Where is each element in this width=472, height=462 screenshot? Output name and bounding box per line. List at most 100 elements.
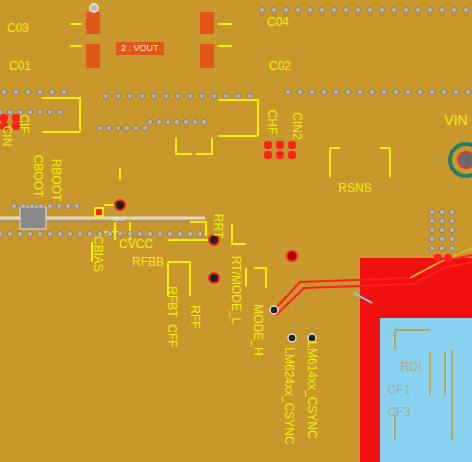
ref-designator: C03 [7, 22, 29, 34]
via [449, 227, 454, 232]
via [139, 93, 144, 98]
via [319, 7, 324, 12]
ref-designator: RDI [401, 361, 422, 373]
via [37, 89, 42, 94]
via [17, 109, 22, 114]
via [439, 227, 444, 232]
via [27, 109, 32, 114]
via [163, 93, 168, 98]
via [441, 89, 446, 94]
pad [276, 141, 284, 149]
via [247, 93, 252, 98]
via [38, 203, 43, 208]
via [439, 236, 444, 241]
via [417, 89, 422, 94]
silk-outline [395, 330, 430, 350]
trace-end [354, 293, 372, 303]
via [57, 231, 62, 236]
via [29, 203, 34, 208]
via-field [0, 7, 471, 262]
via [13, 89, 18, 94]
via [453, 89, 458, 94]
silk-outline [42, 98, 80, 132]
via [439, 245, 444, 250]
ref-designator: CF3 [388, 406, 411, 418]
pad [96, 209, 102, 215]
via [297, 89, 302, 94]
via [77, 231, 82, 236]
via [142, 125, 147, 130]
pad [86, 44, 100, 68]
via [429, 209, 434, 214]
via [57, 109, 62, 114]
via [271, 7, 276, 12]
pad [434, 254, 442, 262]
via [331, 7, 336, 12]
via [321, 89, 326, 94]
via [177, 231, 182, 236]
via [115, 200, 125, 210]
via [463, 7, 468, 12]
ref-designator-vertical: LM624xx_CSYNC [283, 347, 295, 444]
copper-red-region [360, 258, 472, 462]
via [174, 119, 179, 124]
via [11, 203, 16, 208]
via [187, 93, 192, 98]
via [147, 119, 152, 124]
ref-designator: VIN [444, 113, 467, 127]
via [20, 203, 25, 208]
via [97, 125, 102, 130]
via [429, 89, 434, 94]
via [449, 218, 454, 223]
silk-outline [218, 100, 258, 136]
via [157, 231, 162, 236]
via [90, 4, 98, 12]
via [285, 89, 290, 94]
via [103, 93, 108, 98]
via [308, 334, 316, 342]
via-group [90, 4, 316, 342]
via [106, 125, 111, 130]
ref-designator-vertical: CHF [266, 110, 278, 135]
pad [264, 141, 272, 149]
via [429, 236, 434, 241]
via [391, 7, 396, 12]
via [115, 93, 120, 98]
via [357, 89, 362, 94]
via [124, 125, 129, 130]
ref-designator: VOUT [112, 217, 126, 222]
via-block [20, 207, 46, 229]
ref-designator-vertical: RT/MODE_L [230, 256, 242, 324]
via [133, 125, 138, 130]
via [107, 231, 112, 236]
via [211, 93, 216, 98]
vin-terminal [450, 144, 472, 176]
via [156, 119, 161, 124]
via [345, 89, 350, 94]
via [97, 231, 102, 236]
via [287, 251, 297, 261]
silk-outline [120, 168, 206, 236]
via [235, 93, 240, 98]
via [187, 231, 192, 236]
via [427, 7, 432, 12]
pad [94, 207, 104, 217]
via [449, 236, 454, 241]
via [295, 7, 300, 12]
rsns-outline [330, 148, 390, 178]
via [288, 334, 296, 342]
ref-designator-vertical: CFF [166, 324, 178, 347]
via [201, 119, 206, 124]
ref-designator-vertical: CIN2 [291, 112, 303, 139]
via [355, 7, 360, 12]
ref-designator-vertical: RFF [189, 305, 201, 328]
ref-designator: CVCC [119, 238, 153, 250]
via [199, 93, 204, 98]
vin-terminal-hole [458, 152, 472, 168]
via [465, 89, 470, 94]
via [439, 7, 444, 12]
via [175, 93, 180, 98]
via [17, 231, 22, 236]
signal-trace [410, 248, 472, 278]
